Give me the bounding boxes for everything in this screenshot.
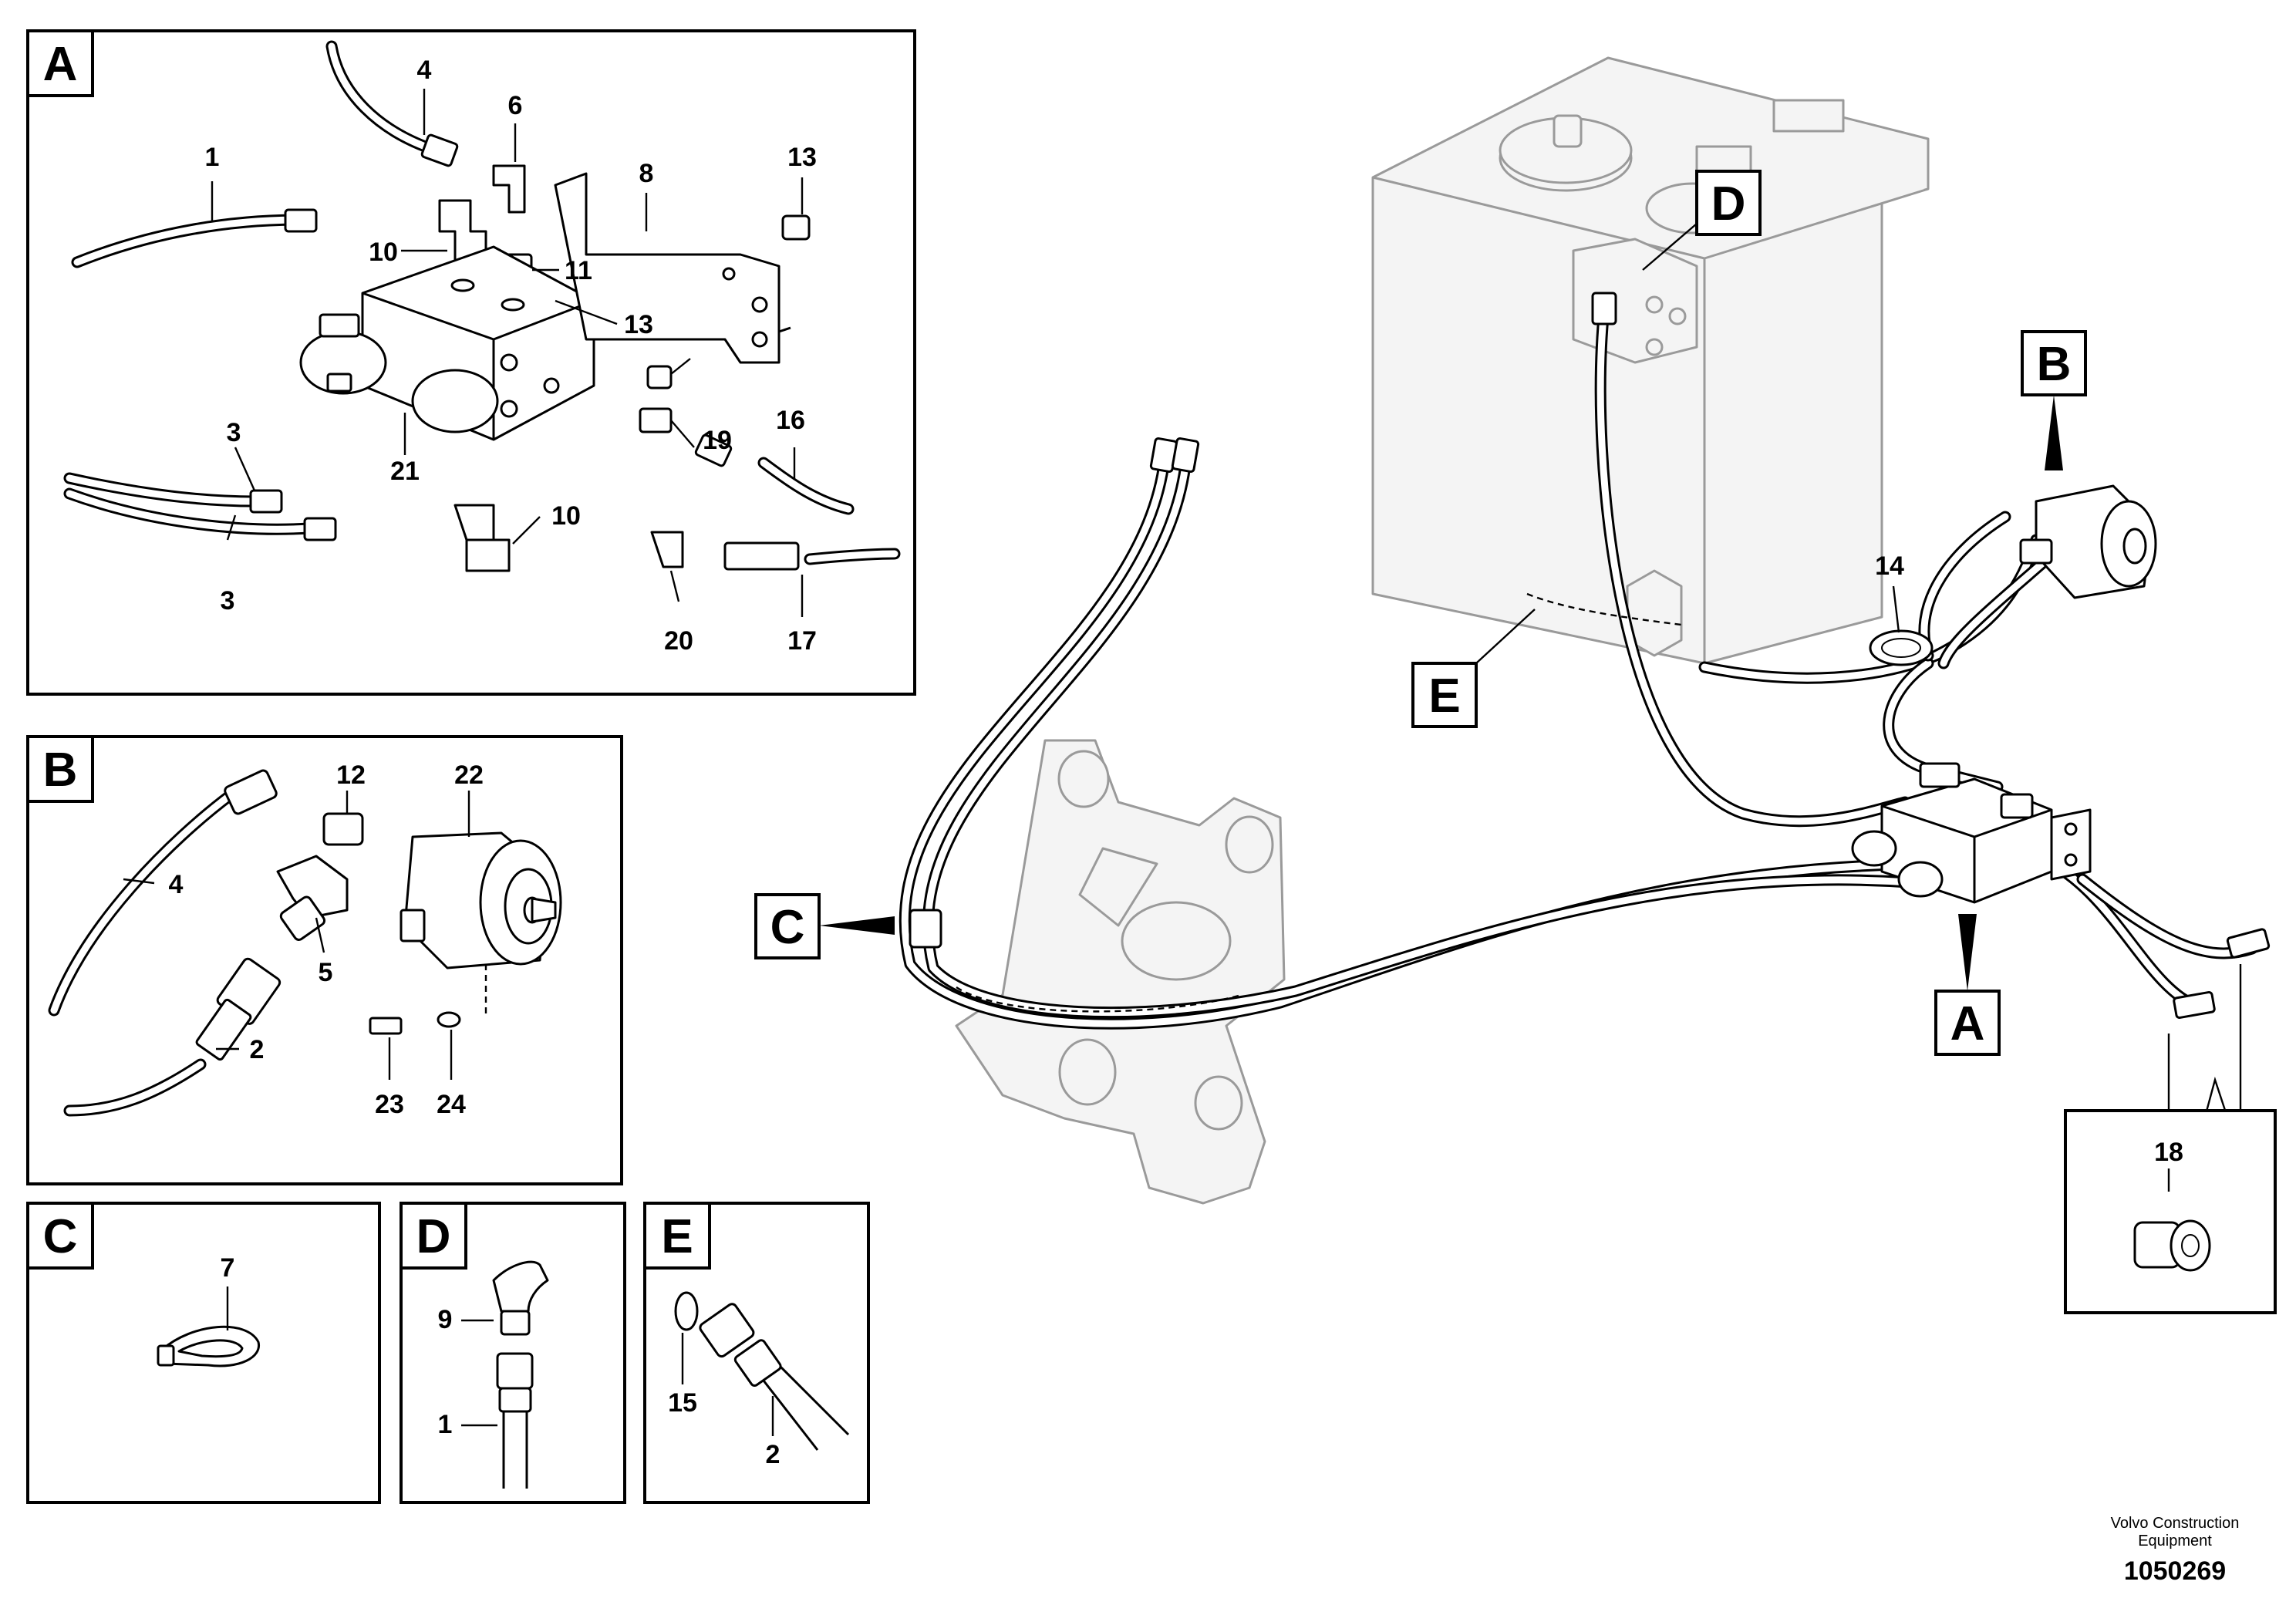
label-a-6: 6 (508, 91, 523, 120)
frame-pivot (955, 739, 1286, 1205)
label-a-10-top: 10 (369, 238, 398, 267)
panel-b: B (26, 735, 623, 1185)
label-a-3-top: 3 (227, 418, 241, 447)
label-a-13-top: 13 (787, 143, 817, 172)
callout-box-d (1695, 170, 1762, 236)
panel-c: C 7 (26, 1202, 381, 1504)
panel-d-letter: D (416, 1210, 451, 1263)
panel-e-letter: E (661, 1210, 693, 1263)
callout-a: A (1950, 997, 1985, 1050)
label-a-8: 8 (639, 159, 654, 188)
panel-b-leaders (123, 791, 487, 1080)
panel-b-letter: B (43, 744, 78, 797)
panel-d-elbow-hose (492, 1260, 549, 1489)
panel-a-leaders (211, 89, 804, 617)
label-b-4: 4 (169, 870, 184, 899)
panel-c-letter: C (43, 1210, 78, 1263)
company-line-1: Volvo Construction (2111, 1515, 2240, 1532)
hose-clamp (157, 1325, 260, 1367)
callout-box-e (1411, 662, 1478, 728)
label-b-24: 24 (437, 1090, 466, 1119)
panel-b-pump (400, 831, 562, 969)
label-e-2: 2 (766, 1440, 781, 1469)
main-valve-block (1851, 762, 2092, 904)
label-a-10-bottom: 10 (551, 501, 581, 531)
label-a-4: 4 (417, 56, 432, 85)
label-main-18: 18 (2154, 1138, 2183, 1167)
label-a-20: 20 (664, 626, 693, 656)
label-b-5: 5 (319, 958, 333, 987)
label-c-7: 7 (221, 1253, 235, 1283)
callout-box-c (754, 893, 821, 959)
label-b-22: 22 (454, 760, 484, 790)
label-a-17: 17 (787, 626, 817, 656)
label-a-21: 21 (390, 457, 420, 486)
hydraulic-tank (1371, 56, 1930, 665)
label-b-2: 2 (250, 1035, 265, 1064)
label-b-12: 12 (336, 760, 366, 790)
panel-a-bracket (554, 172, 811, 389)
callout-c: C (770, 901, 805, 954)
callout-d: D (1711, 177, 1746, 231)
label-main-14: 14 (1875, 551, 1904, 581)
callout-box-b (2021, 330, 2087, 396)
main-clamp (1869, 629, 1934, 666)
company-line-2: Equipment (2138, 1533, 2212, 1549)
panel-a-letter: A (43, 38, 78, 91)
label-a-16: 16 (776, 406, 805, 435)
panel-e-hose-oring (674, 1291, 850, 1451)
main-assembly-view: D B E C A 14 18 (754, 56, 2277, 1314)
drawing-number: 1050269 (2124, 1556, 2226, 1586)
panel-b-hoses (48, 788, 238, 1117)
label-b-23: 23 (375, 1090, 404, 1119)
label-a-3-bottom: 3 (221, 586, 235, 615)
label-a-11: 11 (565, 256, 592, 285)
panel-a-elbows (438, 164, 684, 572)
panel-a-hoses (63, 40, 901, 565)
main-pump (2019, 484, 2157, 599)
panel-d: D 9 1 (400, 1202, 626, 1504)
label-a-13-mid: 13 (624, 310, 653, 339)
callout-box-a (1934, 990, 2001, 1056)
footer: Volvo Construction Equipment 1050269 (2111, 1515, 2240, 1586)
callout-b: B (2037, 338, 2072, 391)
callout-e: E (1428, 669, 1460, 723)
panel-a-valve-block (299, 245, 595, 441)
panel-b-fittings (195, 769, 461, 1061)
inset-18: 18 (2064, 964, 2277, 1314)
label-e-15: 15 (668, 1388, 697, 1418)
label-d-9: 9 (438, 1305, 453, 1334)
panel-a: A (26, 29, 916, 696)
label-a-1: 1 (205, 143, 220, 172)
label-d-1: 1 (438, 1410, 453, 1439)
main-fittings (909, 292, 2271, 1020)
panel-e: E 15 2 (643, 1202, 870, 1504)
panel-a-fittings (249, 133, 800, 571)
label-a-19: 19 (703, 426, 732, 455)
